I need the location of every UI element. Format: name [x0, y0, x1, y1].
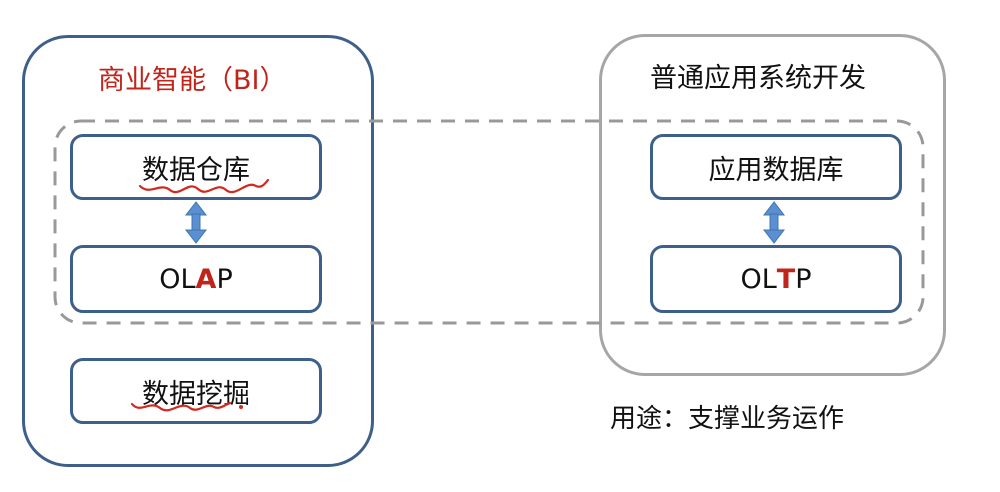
olap-box: OLAP: [70, 245, 322, 313]
bi-panel-title: 商业智能（BI）: [98, 65, 287, 96]
oltp-prefix: OL: [740, 263, 777, 295]
oltp-highlight-letter: T: [776, 263, 796, 295]
app-database-label: 应用数据库: [708, 154, 844, 186]
olap-highlight-letter: A: [195, 263, 217, 295]
data-warehouse-box: 数据仓库: [70, 134, 322, 200]
oltp-box: OLTP: [650, 245, 902, 313]
data-warehouse-label: 数据仓库: [142, 154, 250, 186]
usage-note: 用途：支撑业务运作: [610, 404, 845, 434]
olap-prefix: OL: [159, 263, 196, 295]
double-arrow-icon-dw-olap: [184, 201, 208, 244]
app-panel-title: 普通应用系统开发: [650, 63, 866, 94]
handwritten-underline-data-warehouse: [138, 178, 270, 194]
data-mining-box: 数据挖掘: [70, 358, 322, 424]
dashed-grouping-rect: [53, 119, 925, 325]
oltp-label: OLTP: [740, 264, 811, 295]
double-arrow-icon-adb-oltp: [762, 201, 786, 244]
olap-label: OLAP: [159, 264, 233, 295]
bi-panel: [22, 35, 374, 467]
handwritten-underline-data-mining: [130, 401, 232, 412]
app-database-box: 应用数据库: [650, 134, 902, 200]
olap-suffix: P: [216, 263, 233, 295]
data-mining-label: 数据挖掘: [142, 378, 250, 410]
oltp-suffix: P: [795, 263, 812, 295]
handwritten-dot: [239, 405, 243, 409]
app-dev-panel: [599, 34, 946, 376]
